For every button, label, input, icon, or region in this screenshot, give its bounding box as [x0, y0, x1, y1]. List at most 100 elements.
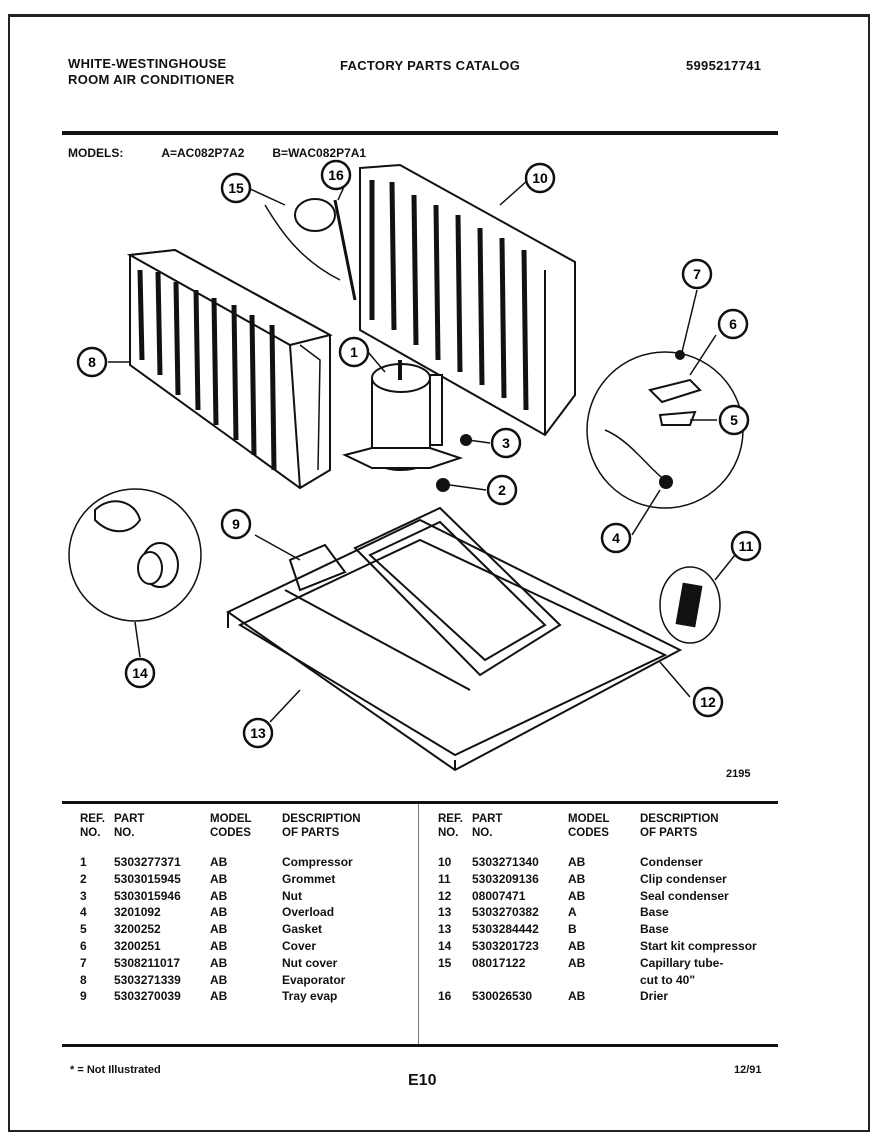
brand-line-1: WHITE-WESTINGHOUSE — [68, 56, 227, 71]
description-cell: Cover — [282, 938, 317, 953]
callout-16: 16 — [320, 159, 352, 191]
callout-13: 13 — [242, 717, 274, 749]
tray-evap-drawing — [284, 506, 562, 691]
part-number-cell: 5303015946 — [114, 888, 181, 903]
header-rule — [62, 131, 778, 135]
model-code-cell: AB — [210, 989, 228, 1004]
table-row: 13 5303270382 A Base — [428, 904, 778, 921]
svg-text:2: 2 — [498, 482, 506, 498]
svg-text:3: 3 — [502, 435, 510, 451]
description-cell: Base — [640, 905, 669, 920]
callout-12: 12 — [692, 686, 724, 718]
part-number-cell: 5303201723 — [472, 938, 539, 953]
header-part: PART NO. — [472, 813, 503, 839]
ref-cell: 10 — [438, 855, 452, 869]
condenser-drawing — [359, 163, 576, 437]
description-cell: Gasket — [282, 922, 323, 937]
svg-text:16: 16 — [328, 167, 344, 183]
catalog-date: 12/91 — [734, 1064, 762, 1076]
description-cell: Compressor — [282, 855, 353, 869]
model-a: A=AC082P7A2 — [161, 146, 245, 160]
callout-3: 3 — [490, 427, 522, 459]
header-ref: REF. NO. — [80, 813, 105, 839]
svg-text:5: 5 — [730, 412, 738, 428]
ref-cell: 11 — [438, 871, 451, 886]
part-number-cell: 5303271339 — [114, 972, 181, 987]
svg-text:10: 10 — [532, 170, 548, 186]
part-number-cell — [472, 972, 568, 989]
models-label: MODELS: — [68, 146, 124, 160]
callout-5: 5 — [718, 404, 750, 436]
part-number-cell: 08007471 — [472, 888, 526, 903]
ref-cell: 13 — [438, 922, 452, 937]
part-number-cell: 3200252 — [114, 922, 161, 937]
callout-2: 2 — [486, 474, 518, 506]
model-code-cell: AB — [568, 955, 586, 970]
description-cell: Evaporator — [282, 972, 346, 987]
svg-text:4: 4 — [612, 530, 620, 546]
callout-15: 15 — [220, 172, 252, 204]
description-cell: Nut — [282, 888, 302, 903]
description-cell: Tray evap — [282, 989, 338, 1004]
catalog-number: 5995217741 — [686, 58, 762, 73]
ref-cell: 1 — [80, 855, 87, 869]
model-code-cell — [568, 972, 640, 989]
svg-text:8: 8 — [88, 354, 96, 370]
model-code-cell: AB — [568, 871, 586, 886]
header-desc: DESCRIPTION OF PARTS — [282, 813, 361, 839]
callout-7: 7 — [681, 258, 713, 290]
part-number-cell: 3200251 — [114, 938, 161, 953]
svg-text:15: 15 — [228, 180, 244, 196]
brand-header: WHITE-WESTINGHOUSE ROOM AIR CONDITIONER — [68, 56, 235, 88]
description-cell: Drier — [640, 989, 669, 1004]
header-code: MODEL CODES — [568, 813, 610, 839]
ref-cell: 6 — [80, 938, 87, 953]
table-row: cut to 40" — [428, 972, 778, 989]
model-code-cell: A — [568, 905, 577, 920]
part-number-cell: 5303209136 — [472, 871, 539, 886]
svg-text:12: 12 — [700, 694, 716, 710]
drawing-code: 2195 — [726, 768, 751, 780]
page-frame — [8, 14, 870, 1132]
ref-cell: 12 — [438, 888, 452, 903]
page-number: E10 — [408, 1072, 437, 1089]
part-number-cell: 5303270382 — [472, 905, 539, 920]
header-part: PART NO. — [114, 813, 145, 839]
svg-text:13: 13 — [250, 725, 266, 741]
model-code-cell: AB — [210, 855, 228, 869]
base-pan-drawing — [226, 518, 683, 772]
ref-cell: 13 — [438, 905, 452, 920]
model-code-cell: AB — [568, 938, 586, 953]
ref-cell: 4 — [80, 905, 87, 920]
part-number-cell: 5308211017 — [114, 955, 181, 970]
description-cell: Seal condenser — [640, 888, 729, 903]
model-code-cell: AB — [210, 871, 228, 886]
table-column-divider — [418, 804, 419, 1044]
svg-text:14: 14 — [132, 665, 148, 681]
description-cell: Clip condenser — [640, 871, 727, 886]
table-header: REF. NO. PART NO. MODEL CODES DESCRIPTIO… — [70, 812, 410, 854]
model-code-cell: AB — [568, 855, 586, 869]
svg-text:6: 6 — [729, 316, 737, 332]
model-code-cell: AB — [210, 938, 228, 953]
callout-6: 6 — [717, 308, 749, 340]
table-row: 6 3200251 AB Cover — [70, 938, 410, 955]
description-cell: Condenser — [640, 855, 703, 869]
model-code-cell: AB — [210, 955, 228, 970]
callout-10: 10 — [524, 162, 556, 194]
model-code-cell: AB — [568, 989, 586, 1004]
ref-cell: 9 — [80, 989, 87, 1004]
ref-cell: 5 — [80, 922, 87, 937]
